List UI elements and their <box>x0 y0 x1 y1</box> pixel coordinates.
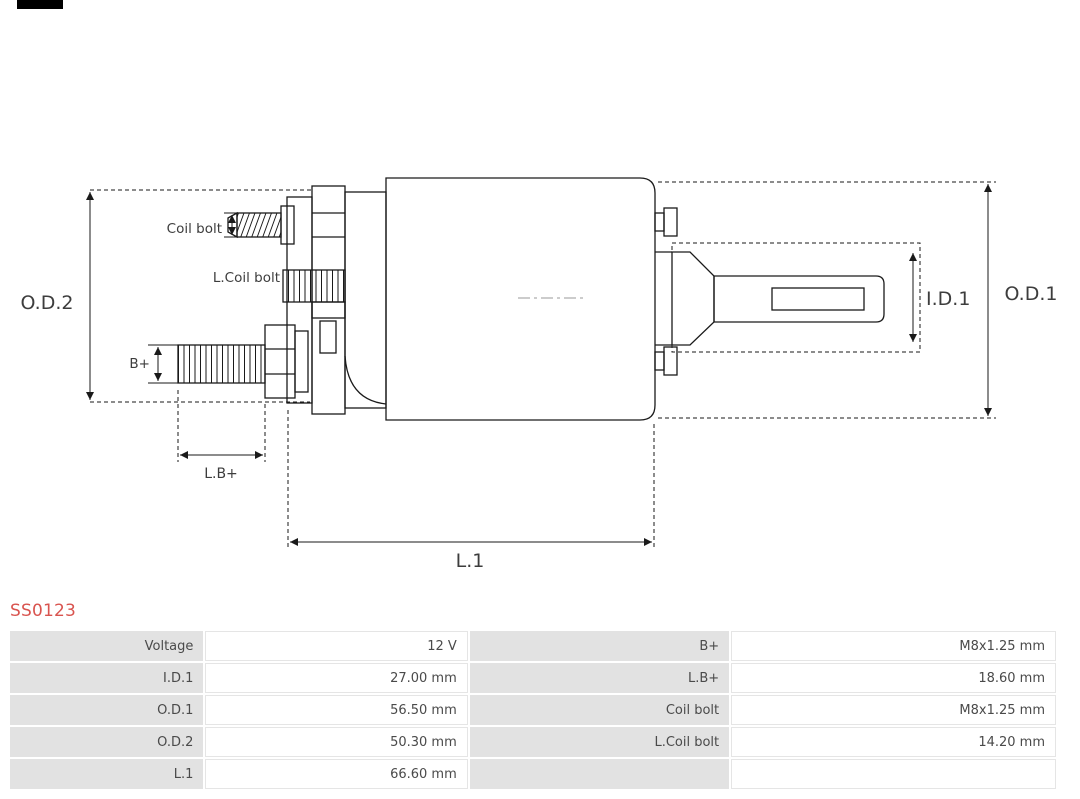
table-row: O.D.1 56.50 mm Coil bolt M8x1.25 mm <box>10 695 1056 725</box>
spec-value: 14.20 mm <box>731 727 1056 757</box>
l1-dimension <box>287 410 655 550</box>
coil-bolt-hole-lines <box>312 212 345 238</box>
plunger-slot <box>771 287 865 311</box>
table-row: Voltage 12 V B+ M8x1.25 mm <box>10 631 1056 661</box>
b-plus-nut-facets <box>265 348 295 375</box>
spec-label: L.1 <box>10 759 204 789</box>
terminal-bottom-head <box>663 346 678 376</box>
spec-value <box>731 759 1056 789</box>
spec-value: 56.50 mm <box>205 695 468 725</box>
bushing-step <box>311 301 346 319</box>
table-row: L.1 66.60 mm <box>10 759 1056 789</box>
spec-value: 12 V <box>205 631 468 661</box>
terminal-top-head <box>663 207 678 237</box>
spec-value: M8x1.25 mm <box>731 631 1056 661</box>
label-b-plus: B+ <box>129 356 150 372</box>
label-coil-bolt: Coil bolt <box>167 221 222 237</box>
b-plus-washer <box>294 330 309 393</box>
label-l1: L.1 <box>456 550 485 572</box>
spec-value: 27.00 mm <box>205 663 468 693</box>
table-row: I.D.1 27.00 mm L.B+ 18.60 mm <box>10 663 1056 693</box>
solenoid-body <box>385 177 656 421</box>
spec-label: L.Coil bolt <box>469 727 730 757</box>
od1-dimension <box>658 181 996 419</box>
coil-bolt-dimension <box>224 212 248 238</box>
b-plus-stud <box>177 344 266 384</box>
solenoid-diagram: O.D.2 O.D.1 I.D.1 Coil bolt L.Coil bolt … <box>21 177 1058 572</box>
solenoid-diagram-area: O.D.2 O.D.1 I.D.1 Coil bolt L.Coil bolt … <box>21 177 1058 572</box>
od2-dimension <box>86 189 312 403</box>
spec-value: 18.60 mm <box>731 663 1056 693</box>
coil-bolt-stud <box>236 212 282 238</box>
spec-table: Voltage 12 V B+ M8x1.25 mm I.D.1 27.00 m… <box>8 629 1058 791</box>
l-b-plus-dimension <box>177 390 266 462</box>
spec-label: O.D.1 <box>10 695 204 725</box>
spec-label: O.D.2 <box>10 727 204 757</box>
plunger-neck <box>655 251 672 346</box>
label-l-b-plus: L.B+ <box>204 466 238 482</box>
terminal-top-shank <box>654 212 665 232</box>
label-l-coil-bolt: L.Coil bolt <box>213 270 280 286</box>
b-plus-dimension <box>148 344 178 384</box>
spec-label: Voltage <box>10 631 204 661</box>
spec-label: B+ <box>469 631 730 661</box>
spec-label: L.B+ <box>469 663 730 693</box>
plunger-shaft <box>713 275 885 323</box>
coil-thread-bushing <box>282 269 346 303</box>
mount-spacer <box>344 191 387 409</box>
spec-value: M8x1.25 mm <box>731 695 1056 725</box>
id1-dimension <box>671 242 921 353</box>
spec-value: 50.30 mm <box>205 727 468 757</box>
spec-value: 66.60 mm <box>205 759 468 789</box>
b-plus-nut <box>264 324 296 399</box>
b-plus-clip <box>319 320 337 354</box>
spec-label: I.D.1 <box>10 663 204 693</box>
label-od2: O.D.2 <box>21 292 74 314</box>
part-number: SS0123 <box>10 601 77 621</box>
spec-label <box>469 759 730 789</box>
spec-label: Coil bolt <box>469 695 730 725</box>
dimension-annotations <box>86 181 996 550</box>
terminal-bottom-shank <box>654 351 665 371</box>
flange-cutout-arc <box>344 355 387 405</box>
label-id1: I.D.1 <box>926 288 970 310</box>
solenoid-outline <box>177 177 885 421</box>
plunger-cone <box>671 251 715 346</box>
label-od1: O.D.1 <box>1005 283 1058 305</box>
table-row: O.D.2 50.30 mm L.Coil bolt 14.20 mm <box>10 727 1056 757</box>
page-top-artifact <box>17 0 63 9</box>
